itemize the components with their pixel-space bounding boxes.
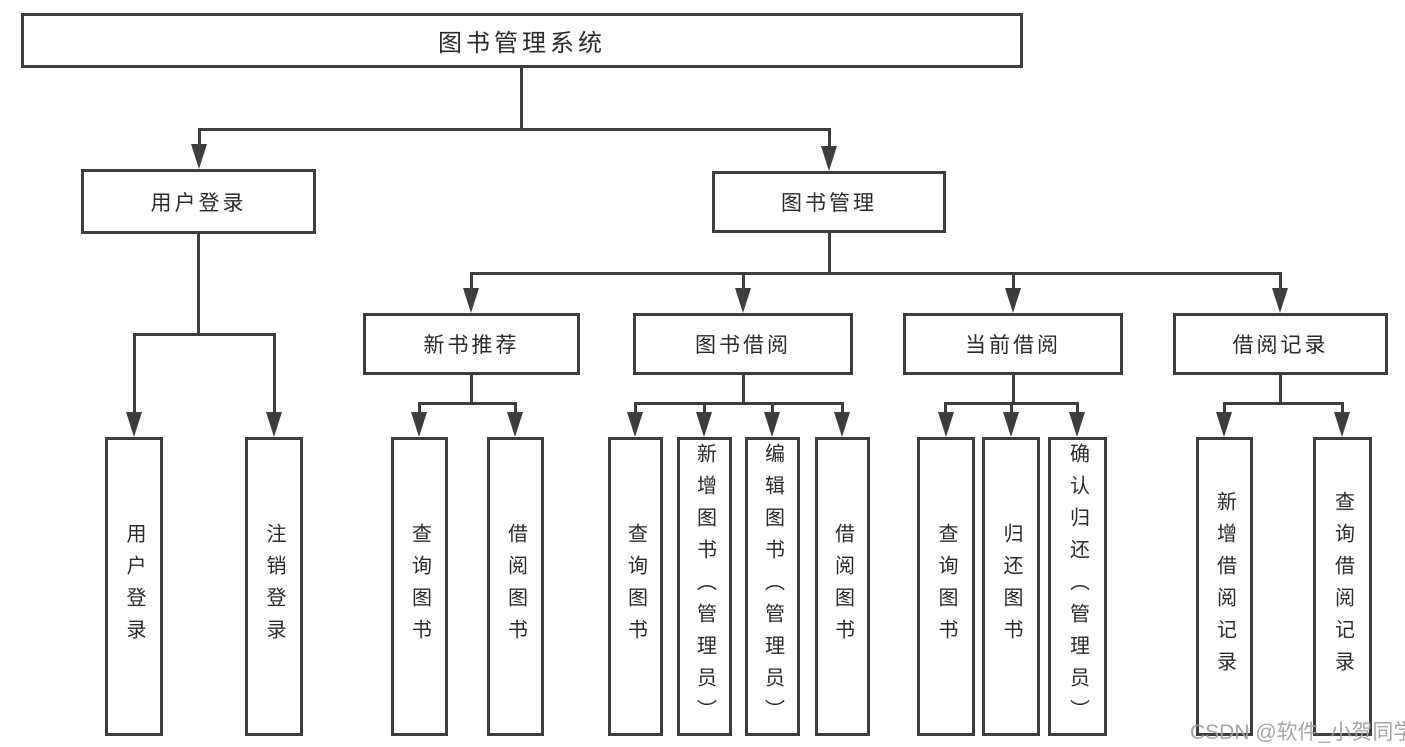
leaf-confirm-return-admin-label: 确认归还（管理员）	[1066, 442, 1089, 731]
connector-line	[742, 272, 745, 290]
leaf-borrow-book-a: 借阅图书	[487, 437, 544, 736]
node-root: 图书管理系统	[21, 13, 1023, 68]
leaf-return-book: 归还图书	[982, 437, 1040, 736]
arrow-down-icon	[1003, 412, 1019, 437]
leaf-add-book-admin-label: 新增图书（管理员）	[693, 442, 716, 731]
connector-line	[1341, 402, 1344, 414]
arrow-down-icon	[627, 412, 643, 437]
leaf-logout-label: 注销登录	[263, 522, 285, 651]
leaf-borrow-book-a-label: 借阅图书	[504, 522, 527, 651]
connector-line	[771, 402, 774, 414]
node-book-management: 图书管理	[712, 171, 946, 233]
connector-line	[703, 402, 706, 414]
connector-line	[944, 402, 947, 414]
connector-line	[634, 402, 637, 414]
node-book-borrow-label: 图书借阅	[695, 334, 791, 357]
connector-line	[1012, 375, 1015, 405]
connector-line	[1076, 402, 1079, 414]
node-current-borrow: 当前借阅	[903, 313, 1123, 375]
arrow-down-icon	[411, 412, 427, 437]
leaf-user-login: 用户登录	[105, 437, 163, 736]
connector-line	[742, 375, 745, 405]
connector-line	[197, 234, 200, 335]
leaf-edit-book-admin-label: 编辑图书（管理员）	[761, 442, 784, 731]
leaf-query-book-c: 查询图书	[917, 437, 975, 736]
node-root-label: 图书管理系统	[438, 30, 606, 57]
arrow-down-icon	[1216, 412, 1232, 437]
connector-line	[133, 333, 136, 414]
connector-line	[273, 333, 276, 414]
leaf-logout: 注销登录	[245, 437, 303, 736]
leaf-query-book-c-label: 查询图书	[935, 522, 957, 651]
csdn-watermark: CSDN @软件_小贺同学	[1190, 721, 1405, 744]
arrow-down-icon	[1334, 412, 1350, 437]
connector-line	[133, 333, 276, 336]
node-new-book-recommend-label: 新书推荐	[423, 334, 520, 357]
arrow-down-icon	[463, 288, 479, 313]
connector-line	[828, 128, 831, 148]
connector-line	[514, 402, 517, 414]
connector-line	[418, 402, 517, 405]
node-new-book-recommend: 新书推荐	[363, 313, 580, 375]
leaf-return-book-label: 归还图书	[1000, 522, 1022, 651]
connector-line	[1010, 402, 1013, 414]
connector-line	[841, 402, 844, 414]
arrow-down-icon	[507, 412, 523, 437]
leaf-add-borrow-record: 新增借阅记录	[1196, 437, 1253, 736]
node-user-login: 用户登录	[81, 169, 316, 234]
node-book-borrow: 图书借阅	[633, 313, 853, 375]
arrow-down-icon	[191, 144, 207, 169]
connector-line	[634, 402, 844, 405]
connector-line	[470, 375, 473, 405]
leaf-query-book-b-label: 查询图书	[624, 522, 647, 651]
connector-line	[198, 128, 831, 131]
leaf-query-book-b: 查询图书	[608, 437, 663, 736]
leaf-confirm-return-admin: 确认归还（管理员）	[1048, 437, 1107, 736]
node-book-management-label: 图书管理	[781, 192, 877, 215]
leaf-query-book-a: 查询图书	[391, 437, 448, 736]
leaf-add-borrow-record-label: 新增借阅记录	[1213, 490, 1236, 683]
node-borrow-record: 借阅记录	[1173, 313, 1388, 375]
connector-line	[470, 272, 1282, 275]
node-user-login-label: 用户登录	[150, 191, 247, 215]
leaf-query-book-a-label: 查询图书	[408, 522, 431, 651]
arrow-down-icon	[938, 412, 954, 437]
arrow-down-icon	[1272, 288, 1288, 313]
arrow-down-icon	[696, 412, 712, 437]
leaf-add-book-admin: 新增图书（管理员）	[677, 437, 732, 736]
connector-line	[470, 272, 473, 290]
leaf-query-borrow-record: 查询借阅记录	[1313, 437, 1372, 736]
leaf-user-login-label: 用户登录	[123, 522, 145, 651]
leaf-borrow-book-b: 借阅图书	[815, 437, 870, 736]
arrow-down-icon	[1069, 412, 1085, 437]
node-borrow-record-label: 借阅记录	[1232, 334, 1329, 357]
arrow-down-icon	[821, 146, 837, 171]
leaf-borrow-book-b-label: 借阅图书	[831, 522, 854, 651]
node-current-borrow-label: 当前借阅	[965, 334, 1061, 357]
connector-line	[1279, 272, 1282, 290]
arrow-down-icon	[266, 412, 282, 437]
connector-line	[520, 68, 523, 131]
connector-line	[828, 233, 831, 274]
connector-line	[1012, 272, 1015, 290]
arrow-down-icon	[834, 412, 850, 437]
connector-line	[198, 128, 201, 146]
arrow-down-icon	[1005, 288, 1021, 313]
connector-line	[1279, 375, 1282, 405]
arrow-down-icon	[764, 412, 780, 437]
leaf-query-borrow-record-label: 查询借阅记录	[1331, 490, 1354, 683]
arrow-down-icon	[735, 288, 751, 313]
connector-line	[1223, 402, 1226, 414]
arrow-down-icon	[126, 412, 142, 437]
connector-line	[1223, 402, 1344, 405]
leaf-edit-book-admin: 编辑图书（管理员）	[745, 437, 800, 736]
connector-line	[418, 402, 421, 414]
